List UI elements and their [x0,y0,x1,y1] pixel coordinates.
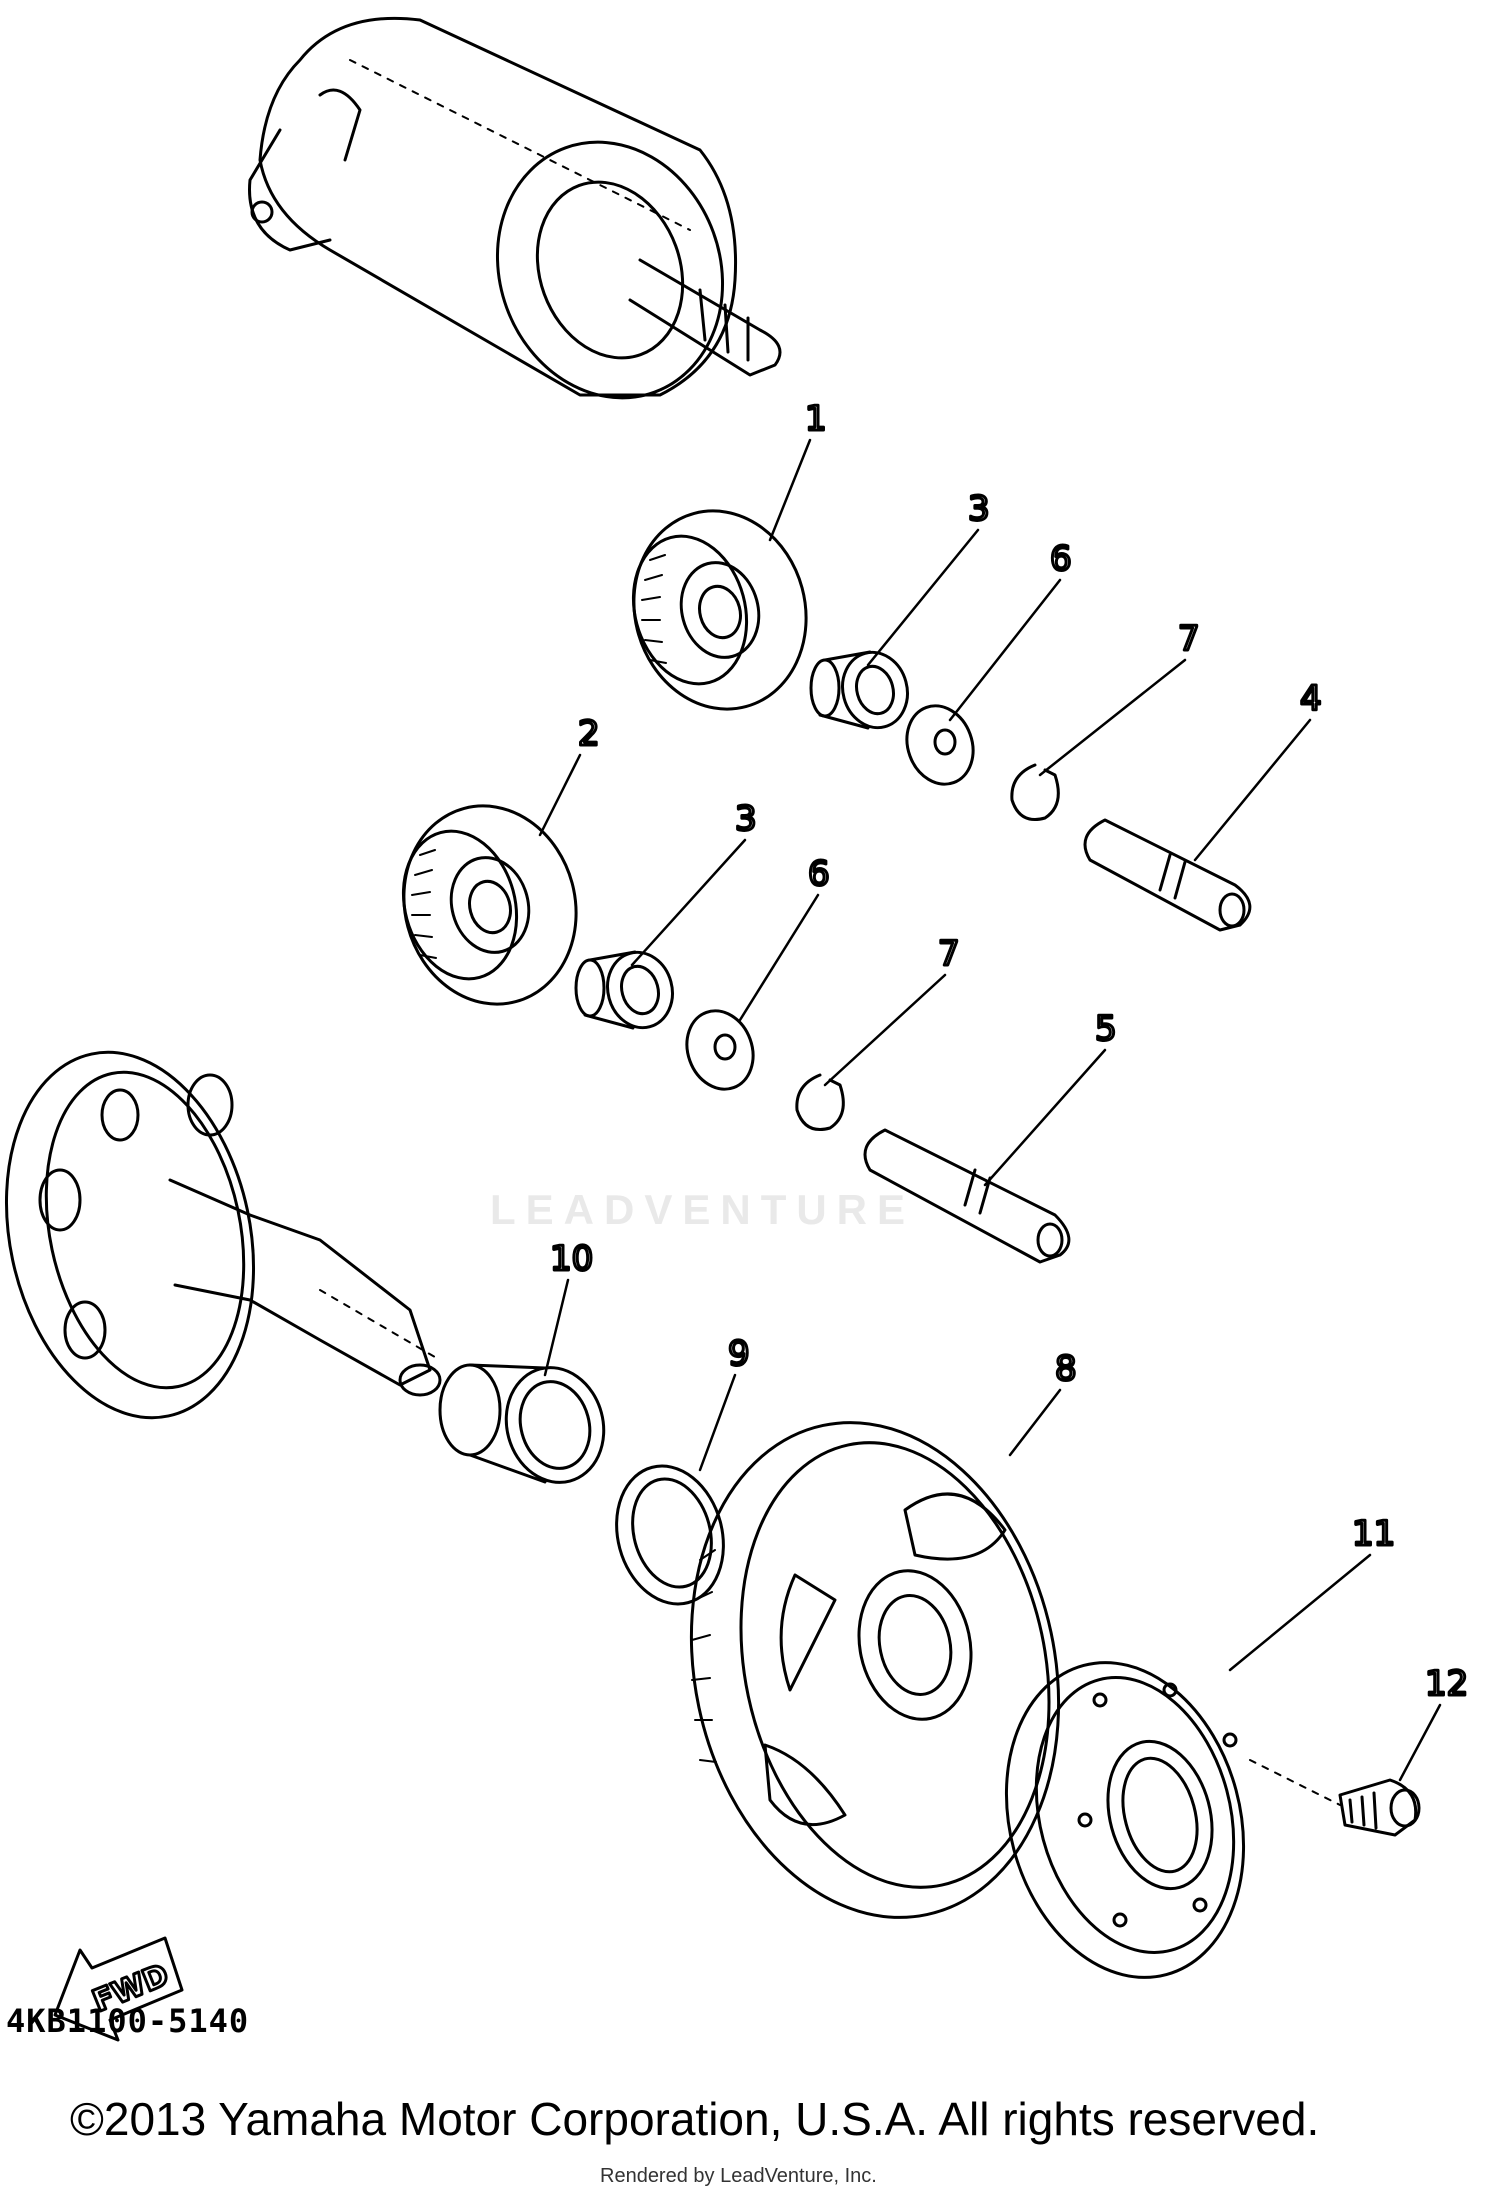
callout-5: 5 [1095,1009,1117,1049]
clutch-shaft-drawing [4,1050,442,1420]
callout-7-lower: 7 [938,934,960,974]
starter-motor-drawing [248,16,782,400]
needle-bearing-3-lower-drawing [574,950,674,1030]
callout-6-lower: 6 [808,854,830,894]
one-way-clutch-11-drawing [1004,1661,1246,1979]
shaft-4-drawing [1083,818,1252,932]
callout-3-upper: 3 [968,489,990,529]
callout-3-lower: 3 [735,799,757,839]
callout-6-upper: 6 [1050,539,1072,579]
starter-wheel-gear-8-drawing [689,1421,1061,1919]
idler-gear-2-drawing [401,804,578,1006]
callout-7-upper: 7 [1178,619,1200,659]
needle-bearing-10-drawing [438,1363,606,1484]
callout-10: 10 [550,1239,593,1279]
washer-9-drawing [615,1464,725,1606]
washer-6-lower-drawing [685,1009,755,1091]
callout-2: 2 [578,714,600,754]
rendered-by-credit: Rendered by LeadVenture, Inc. [600,2165,877,2187]
leadventure-watermark: LEADVENTURE [490,1186,916,1233]
callout-leader-lines [538,438,1442,1782]
circlip-7-upper-drawing [1010,763,1060,821]
callout-9: 9 [728,1334,750,1374]
idler-gear-1-drawing [631,509,808,711]
washer-6-upper-drawing [905,704,975,786]
bolt-12-drawing [1249,1759,1421,1837]
callout-12: 12 [1425,1664,1468,1704]
callout-4: 4 [1300,679,1322,719]
copyright-notice: ©2013 Yamaha Motor Corporation, U.S.A. A… [70,2093,1320,2145]
shaft-5-drawing [863,1128,1071,1264]
needle-bearing-3-upper-drawing [809,650,909,730]
washer-6-upper-hole [933,728,957,756]
circlip-7-lower-drawing [795,1073,845,1131]
washer-6-lower-hole [713,1033,737,1061]
diagram-code: 4KB1100-5140 [6,2002,250,2040]
washer-9-inner [631,1477,713,1589]
callout-11: 11 [1352,1514,1395,1554]
callout-1: 1 [805,399,827,439]
callout-8: 8 [1055,1349,1077,1389]
